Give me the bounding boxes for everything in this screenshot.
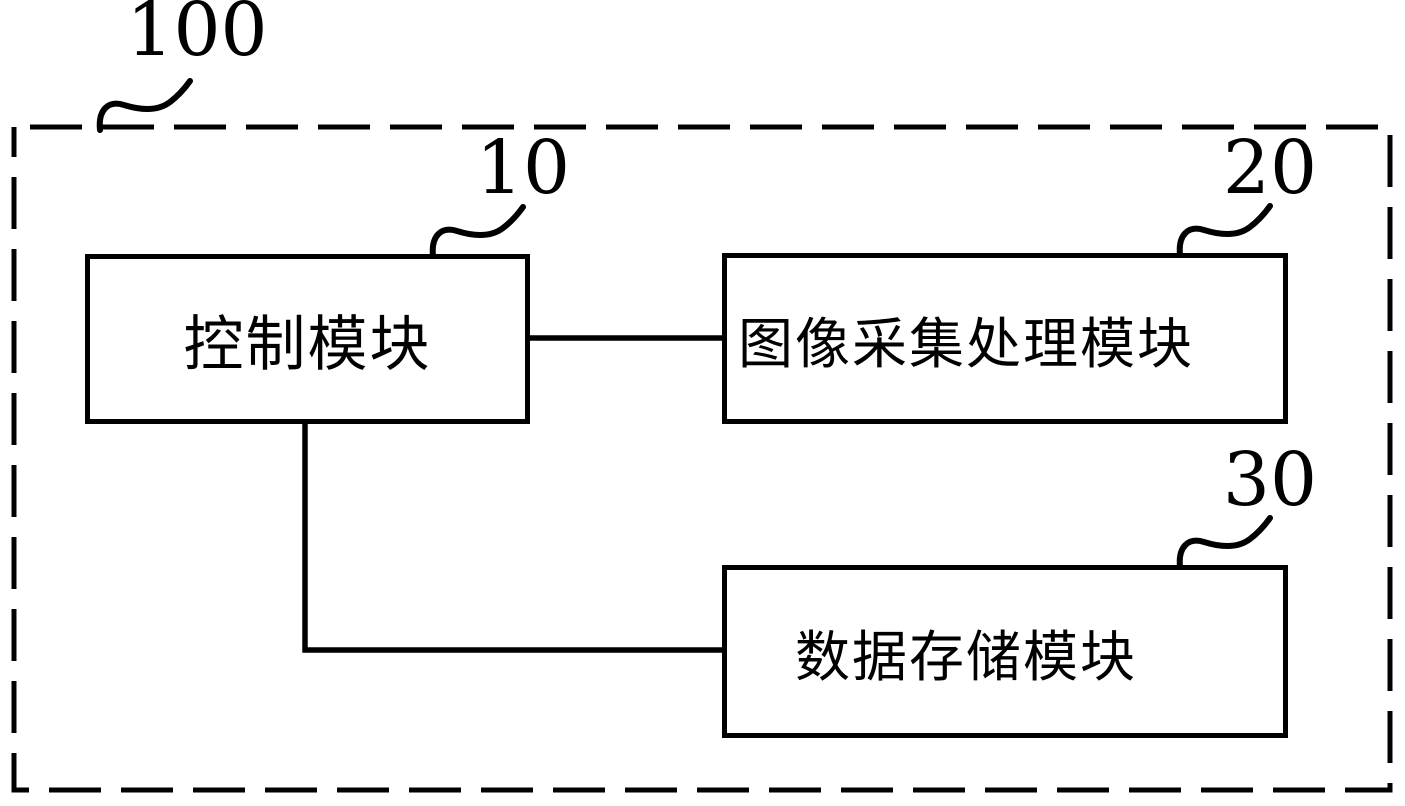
leader-line-100 [96,78,193,133]
data-storage-module-box: 数据存储模块 [722,565,1288,738]
ref-label-100: 100 [126,0,268,73]
system-boundary-dashed-box [11,124,1393,793]
ref-label-30: 30 [1222,437,1318,523]
leader-line-30 [1176,515,1273,570]
image-acquisition-processing-module-box: 图像采集处理模块 [722,253,1288,424]
image-acquisition-processing-module-label: 图像采集处理模块 [737,311,1194,376]
leader-line-20 [1176,203,1273,258]
data-storage-module-label: 数据存储模块 [794,624,1137,689]
control-module-box: 控制模块 [85,254,530,424]
control-module-label: 控制模块 [183,309,432,380]
leader-line-10 [429,204,526,259]
ref-label-20: 20 [1222,125,1318,211]
ref-label-10: 10 [475,125,571,211]
connector-control-to-storage [302,421,724,653]
